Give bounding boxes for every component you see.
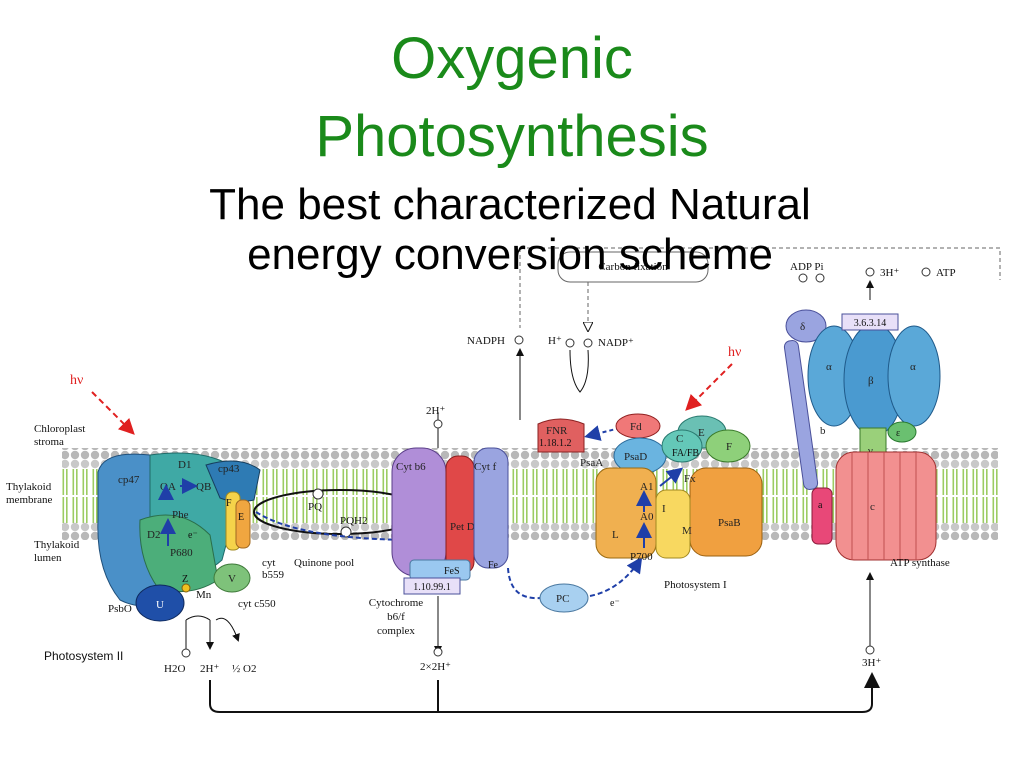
- atp-alpha-right-label: α: [910, 361, 916, 373]
- pqh2-label: PQH2: [340, 515, 368, 527]
- cyt-b6-label: Cyt b6: [396, 461, 426, 473]
- fnr: FNR 1.18.1.2: [538, 419, 620, 452]
- fa-fb-label: FA/FB: [672, 448, 699, 459]
- atp-alpha-left-label: α: [826, 361, 832, 373]
- fnr-ec-label: 1.18.1.2: [539, 438, 572, 449]
- photosystem-ii-label: Photosystem II: [44, 649, 123, 663]
- nadph-group: NADPH H⁺ NADP⁺: [467, 335, 634, 420]
- a0-label: A0: [640, 511, 654, 523]
- atp-synthase: δ b α β α 3.6.3.14 γ ε a c ATP synthase …: [784, 310, 950, 669]
- pq-label: PQ: [308, 501, 322, 513]
- psa-m-label: M: [682, 525, 692, 537]
- three-h-top-label: 3H⁺: [880, 267, 899, 279]
- p680-label: P680: [170, 547, 193, 559]
- cyt-ec-label: 1.10.99.1: [413, 582, 451, 593]
- two-h-plus-label: 2H⁺: [426, 405, 445, 417]
- plastocyanin: PC e⁻: [508, 560, 640, 612]
- qb-label: QB: [196, 481, 211, 493]
- fd-label: Fd: [630, 421, 642, 433]
- qa-label: QA: [160, 481, 176, 493]
- d2-label: D2: [147, 529, 160, 541]
- ps2-e-label: E: [238, 512, 244, 523]
- fx-label: Fx: [684, 473, 696, 485]
- fes-label: FeS: [444, 566, 460, 577]
- phe-label: Phe: [172, 509, 189, 521]
- atp-a-label: a: [818, 500, 823, 511]
- atp-epsilon-label: ε: [896, 428, 900, 439]
- hv-left-label: hν: [70, 373, 83, 388]
- light-arrow-right: [688, 364, 732, 408]
- atp-label: ATP: [936, 267, 956, 279]
- cp47-label: cp47: [118, 474, 140, 486]
- two-x-2h-label: 2×2H⁺: [420, 661, 451, 673]
- half-o2-label: ½ O2: [232, 663, 256, 675]
- ps2-f-label: F: [226, 498, 232, 509]
- two-h-bottom-label: 2H⁺: [200, 663, 219, 675]
- pc-label: PC: [556, 593, 569, 605]
- atp-ec-label: 3.6.3.14: [854, 318, 887, 329]
- three-h-bottom-label: 3H⁺: [862, 657, 881, 669]
- atp-b-label: b: [820, 425, 826, 437]
- cyt-f-label: Cyt f: [474, 461, 497, 473]
- ps2-v-label: V: [228, 573, 236, 585]
- photosystem-i-label: Photosystem I: [664, 579, 727, 591]
- atp-beta-label: β: [868, 375, 874, 387]
- hv-right-label: hν: [728, 345, 741, 360]
- psa-f-label: F: [726, 441, 732, 453]
- fnr-label: FNR: [546, 425, 568, 437]
- cp43-label: cp43: [218, 463, 240, 475]
- p700-label: P700: [630, 551, 653, 563]
- a1-label: A1: [640, 481, 653, 493]
- atp-synthase-label: ATP synthase: [890, 557, 950, 569]
- psa-i-label: I: [662, 503, 666, 515]
- d1-label: D1: [178, 459, 191, 471]
- psa-c-label: C: [676, 433, 683, 445]
- ps2-e-minus-label: e⁻: [188, 530, 198, 541]
- pet-d-label: Pet D: [450, 521, 475, 533]
- nadph-label: NADPH: [467, 335, 505, 347]
- atp-c-label: c: [870, 501, 875, 513]
- subtitle-line-2: energy conversion scheme: [180, 230, 840, 280]
- psa-l-label: L: [612, 529, 619, 541]
- e-minus-label: e⁻: [610, 598, 620, 609]
- ps2-u-label: U: [156, 599, 164, 611]
- atp-delta-label: δ: [800, 321, 805, 333]
- ps2-z-label: Z: [182, 574, 188, 585]
- h-plus-label: H⁺: [548, 335, 562, 347]
- quinone-pool-label: Quinone pool: [294, 557, 354, 569]
- light-arrow-left: [92, 392, 132, 432]
- psa-b-label: PsaB: [718, 517, 741, 529]
- h2o-label: H2O: [164, 663, 185, 675]
- nadp-plus-label: NADP⁺: [598, 337, 634, 349]
- psa-d-label: PsaD: [624, 451, 647, 463]
- fe-label: Fe: [488, 560, 499, 571]
- psbo-label: PsbO: [108, 603, 132, 615]
- proton-flow-line: [210, 676, 872, 712]
- water-splitting: H2O 2H⁺ ½ O2: [164, 616, 256, 675]
- mn-label: Mn: [196, 589, 212, 601]
- cyt-c550-label: cyt c550: [238, 598, 276, 610]
- subtitle-line-1: The best characterized Natural: [180, 180, 840, 230]
- photosystem-i: Fd E F PsaD C FA/FB PsaA PsaB A1 Fx I A0…: [580, 414, 762, 591]
- psa-a-label: PsaA: [580, 457, 603, 469]
